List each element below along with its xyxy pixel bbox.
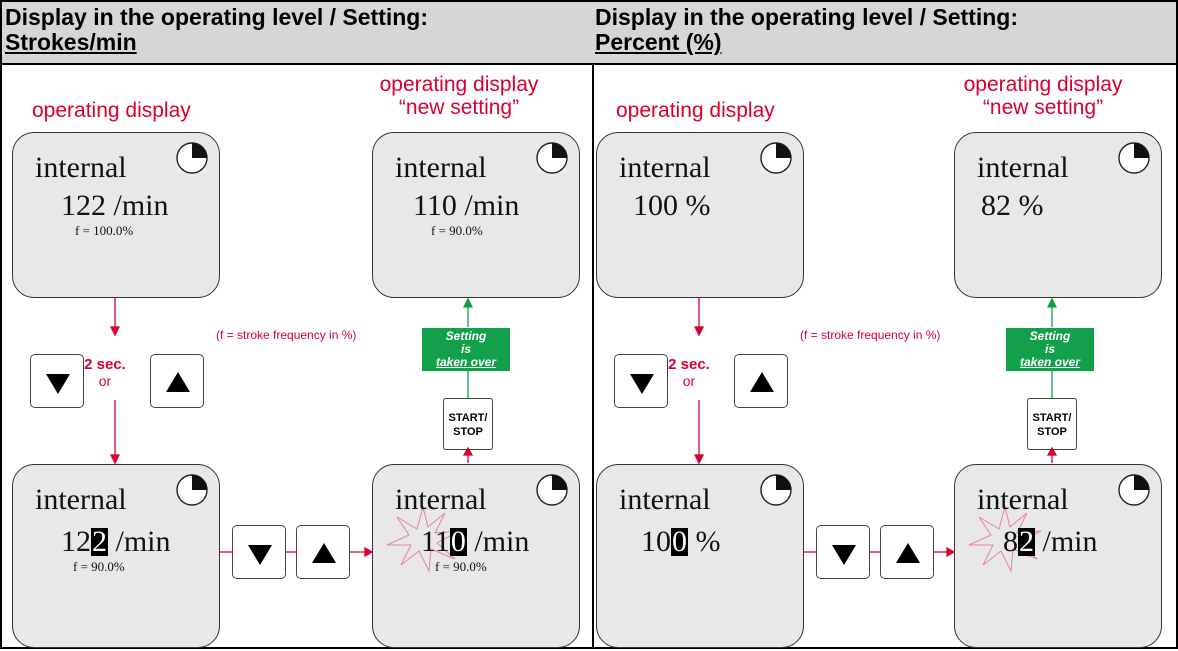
down-key[interactable] [614,354,668,408]
panel-percent: Display in the operating level / Setting… [592,0,1178,649]
panel-body: operating display operating display “new… [2,65,592,648]
panel-strokes-per-min: Display in the operating level / Setting… [0,0,594,649]
header-subtitle: Strokes/min [5,29,137,55]
screen-value: 82 /min [1003,525,1098,558]
screen-value: 100 % [641,525,721,558]
screen-value: 82 % [981,189,1044,222]
burst-icon [386,505,460,573]
down-key[interactable] [232,525,286,579]
panel-body: operating display operating display “new… [592,65,1176,648]
up-key[interactable] [880,525,934,579]
burst-icon [968,505,1042,573]
screen-title: internal [395,483,487,516]
start-stop-button[interactable]: START/STOP [1027,398,1077,450]
clock-icon [176,474,208,506]
clock-icon [760,474,792,506]
screen-edit: internal 122 /min f = 90.0% [12,464,220,648]
two-sec-hint: 2 sec. or [668,356,710,389]
screen-edited: 110 /min internal f = 90.0% [372,464,580,648]
down-arrow-icon [46,374,70,394]
screen-sub: f = 100.0% [75,223,134,238]
screen-sub: f = 90.0% [435,559,487,574]
screen-edited: internal 82 /min [954,464,1162,648]
up-key[interactable] [734,354,788,408]
flow-connectors [109,297,474,558]
header-title: Display in the operating level / Setting… [5,4,429,30]
screen-new-setting: internal 82 % [954,132,1162,298]
cursor-digit: 2 [1018,525,1035,558]
down-key[interactable] [816,525,870,579]
screen-new-setting: internal 110 /min f = 90.0% [372,132,580,298]
clock-icon [536,142,568,174]
up-key[interactable] [150,354,204,408]
header-subtitle: Percent (%) [595,29,722,55]
panel-header: Display in the operating level / Setting… [592,2,1176,65]
clock-icon [176,142,208,174]
screen-sub: f = 90.0% [73,559,125,574]
screen-edit: internal 100 % [596,464,804,648]
frequency-note: (f = stroke frequency in %) [216,328,357,342]
screen-title: internal [977,483,1069,516]
screen-sub: f = 90.0% [431,223,483,238]
screen-title: internal [395,151,487,184]
clock-icon [536,474,568,506]
start-stop-button[interactable]: START/STOP [443,398,493,450]
label-new-setting: operating display “new setting” [379,73,539,119]
screen-operating: internal 122 /min f = 100.0% [12,132,220,298]
screen-value: 110 /min [421,525,530,558]
up-arrow-icon [166,372,190,392]
screen-title: internal [619,483,711,516]
screen-value: 110 /min [413,189,520,222]
two-sec-hint: 2 sec. or [84,356,126,389]
flow-connectors [693,297,1058,558]
down-arrow-icon [248,545,272,565]
screen-operating: internal 100 % [596,132,804,298]
label-operating-display: operating display [32,99,191,122]
clock-icon [1118,474,1150,506]
cursor-digit: 0 [671,525,688,558]
up-arrow-icon [896,543,920,563]
cursor-digit: 0 [449,525,467,558]
clock-icon [1118,142,1150,174]
screen-title: internal [977,151,1069,184]
up-arrow-icon [312,543,336,563]
down-key[interactable] [30,354,84,408]
frequency-note: (f = stroke frequency in %) [800,328,941,342]
screen-value: 122 /min [61,189,169,222]
up-key[interactable] [296,525,350,579]
screen-value: 100 % [633,189,711,222]
down-arrow-icon [630,374,654,394]
screen-title: internal [35,151,127,184]
cursor-digit: 2 [91,525,108,558]
header-title: Display in the operating level / Setting… [595,4,1019,30]
label-new-setting: operating display “new setting” [963,73,1123,119]
up-arrow-icon [750,372,774,392]
clock-icon [760,142,792,174]
down-arrow-icon [832,545,856,565]
screen-title: internal [619,151,711,184]
screen-title: internal [35,483,127,516]
screen-value: 122 /min [61,525,171,558]
label-operating-display: operating display [616,99,775,122]
panel-header: Display in the operating level / Setting… [2,2,592,65]
